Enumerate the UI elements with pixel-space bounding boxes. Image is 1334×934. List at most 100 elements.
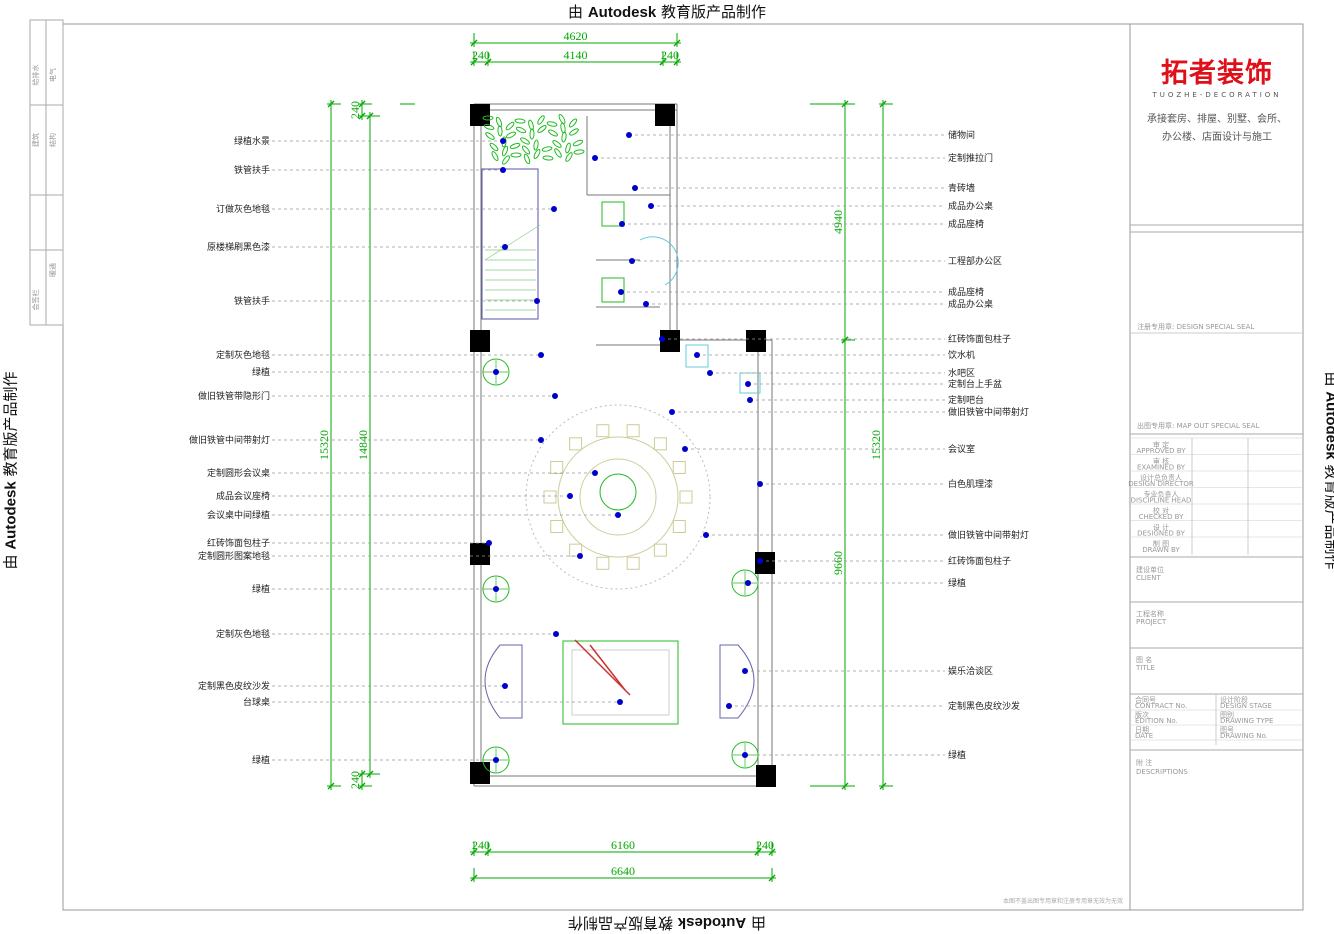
landscape-plant [501,155,511,165]
leader-dot [742,752,748,758]
leader-dot [553,631,559,637]
landscape-plant [560,122,566,134]
slogan-line: 承接套房、排屋、别墅、会所、 [1147,112,1287,125]
leader-dot [707,370,713,376]
conference-chair [596,424,610,438]
pool-table [562,640,679,725]
dim-top-left-text: 240 [472,48,490,62]
leader-dot [617,699,623,705]
conference-chair [550,460,564,474]
landscape-plant [485,132,495,140]
leader-dot [500,138,506,144]
pool-table-felt [571,649,670,716]
dim-right-upper-text: 4940 [831,210,845,234]
dim-tick [327,782,335,790]
callout-label: 成品座椅 [948,218,984,230]
conference-chair [550,520,564,534]
dim-tick [470,58,478,66]
dim-right-lower-text: 9660 [831,551,845,575]
leader-dot [742,668,748,674]
leader-dot [618,289,624,295]
leader-dot [648,203,654,209]
info-label: 设计阶段 [1220,695,1248,704]
title-block [1129,23,1304,911]
callout-label: 定制灰色地毯 [216,628,270,640]
dim-tick [673,58,681,66]
dim-left-top-text: 240 [348,101,362,119]
callout-label: 成品办公桌 [948,200,993,212]
landscape-plant [491,151,499,161]
dim-right-outer-text: 15320 [869,430,883,460]
landscape-plant [509,143,521,149]
landscape-plant [565,152,573,162]
leader-dot [669,409,675,415]
landscape-plant [548,129,558,137]
info-label-en: DRAWING TYPE [1220,717,1273,725]
leader-dot [626,132,632,138]
callout-label: 青砖墙 [948,182,975,194]
leader-dot [745,381,751,387]
leader-dot [502,683,508,689]
callout-label: 定制黑色皮纹沙发 [198,680,270,692]
dim-tick [470,874,478,882]
sofa-right [719,644,755,719]
callout-label: 定制推拉门 [948,152,993,164]
landscape-plant [514,118,526,124]
leader-dot [538,437,544,443]
leader-dot [619,221,625,227]
leader-dot [682,446,688,452]
role-label: 制 图 [1153,539,1169,548]
brick-column [655,104,675,126]
dim-top-mid-text: 4140 [564,48,588,62]
callout-label: 成品办公桌 [948,298,993,310]
out-seal-label: 出图专用章: MAP OUT SPECIAL SEAL [1137,421,1260,430]
client-label: 建设单位 [1136,565,1164,574]
landscape-plant [501,145,509,157]
office-desk [639,236,679,286]
leader-dot [745,580,751,586]
conference-chair [569,437,583,451]
conference-table [557,436,679,558]
dim-tick [879,782,887,790]
info-label: 图别 [1220,710,1234,719]
callout-label: 成品座椅 [948,286,984,298]
leader-dot [534,298,540,304]
stair-rail [481,168,539,320]
title-label-en: TITLE [1135,664,1155,672]
dim-tick [484,58,492,66]
callout-label: 红砖饰面包柱子 [207,537,270,549]
landscape-plant [528,119,534,131]
callout-label: 做旧铁管带隐形门 [198,390,270,402]
role-label: 设 计 [1153,523,1169,532]
sign-strip-label: 建筑 [31,133,40,147]
callout-label: 做旧铁管中间带射灯 [948,529,1029,541]
landscape-plant [546,121,558,127]
footnote: 本图不盖出图专用章和注册专用章无效为无效 [1003,897,1123,905]
info-label-en: DRAWING No. [1220,732,1268,740]
water-dispenser [685,344,709,368]
leader-dot [538,352,544,358]
sofa-left [484,644,523,719]
callout-label: 铁管扶手 [234,295,270,307]
landscape-plant [533,139,539,151]
round-carpet [525,404,711,590]
callout-label: 红砖饰面包柱子 [948,333,1011,345]
callout-label: 铁管扶手 [234,164,270,176]
landscape-plant [483,124,495,130]
sign-strip-label: 暖通 [48,263,57,277]
table-plant [599,473,637,511]
info-label-en: CONTRACT No. [1135,702,1187,710]
role-label: 校 对 [1153,506,1169,515]
watermark-top: 由 Autodesk 教育版产品制作 [568,3,766,21]
callout-label: 定制吧台 [948,394,984,406]
role-label: 专业负责人 [1144,490,1179,499]
conference-chair [596,556,610,570]
callout-label: 定制圆形图案地毯 [198,550,270,562]
project-label-en: PROJECT [1136,618,1167,626]
brick-column [660,330,680,352]
info-label-en: EDITION No. [1135,717,1178,725]
callout-label: 绿植 [252,754,270,766]
leader-dot [726,703,732,709]
callout-label: 会议桌中间绿植 [207,509,270,521]
landscape-plant [520,137,530,145]
